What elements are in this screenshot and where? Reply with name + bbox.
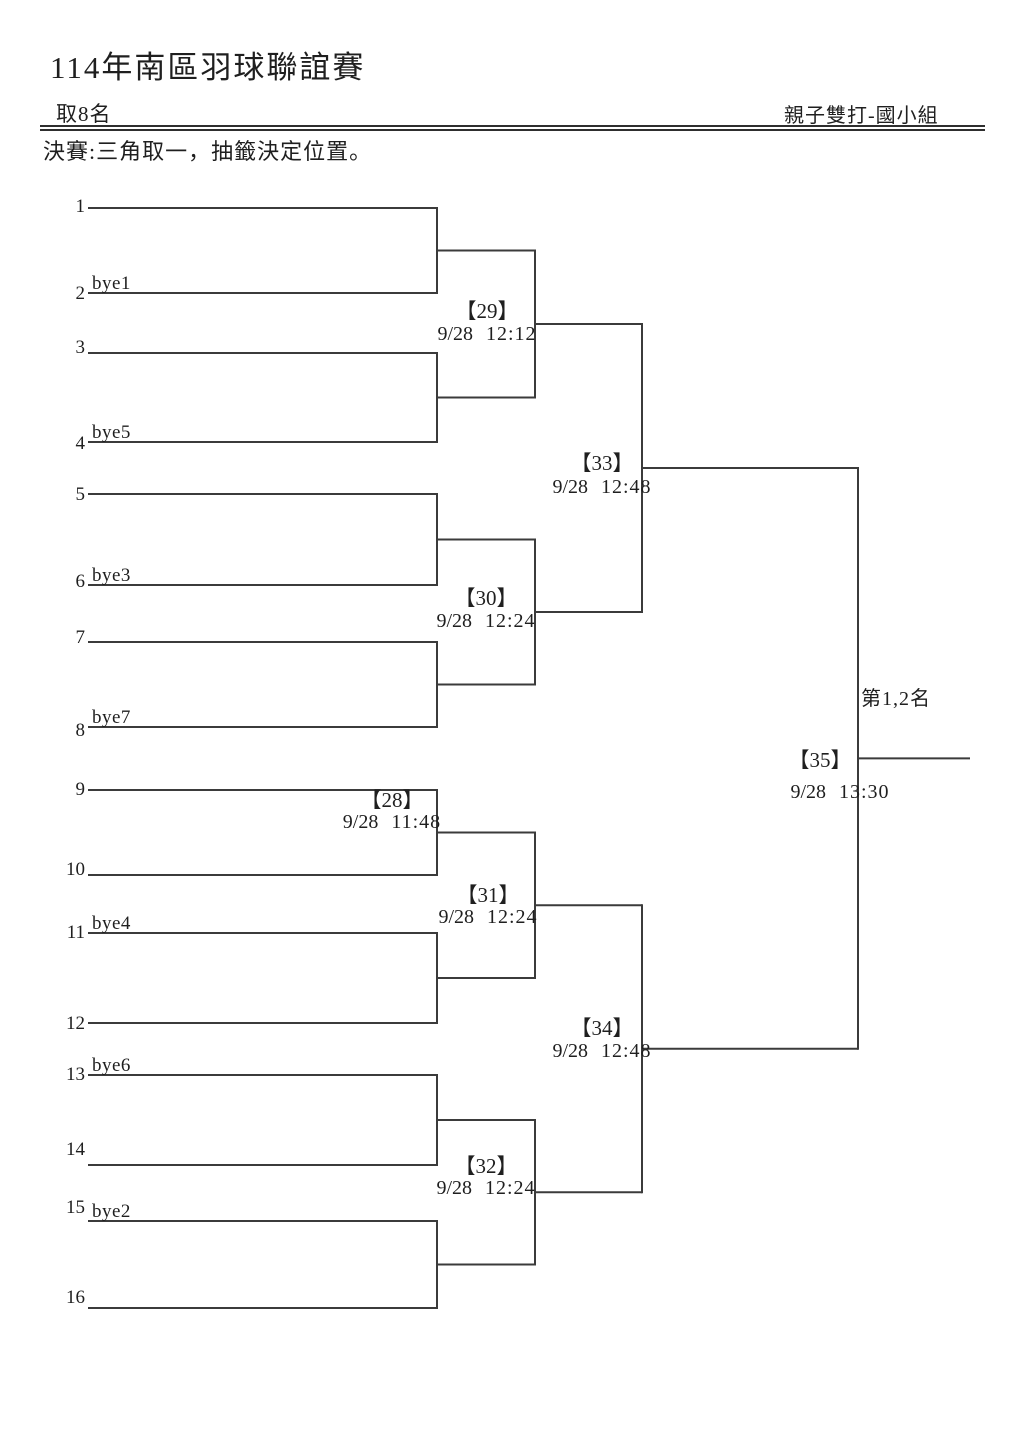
seed-number-7: 7 bbox=[75, 627, 86, 648]
match-32-start-time: 12:24 bbox=[485, 1177, 536, 1199]
match-35-start-time: 13:30 bbox=[839, 781, 890, 803]
match-33-start-time: 12:48 bbox=[601, 476, 652, 498]
page-title: 114年南區羽球聯誼賽 bbox=[50, 50, 366, 85]
seed-number-6: 6 bbox=[75, 571, 86, 592]
seed-number-3: 3 bbox=[75, 337, 86, 358]
match-33-time: 9/28 12:48 bbox=[517, 475, 687, 499]
seed-number-16: 16 bbox=[66, 1287, 85, 1308]
seed-number-11: 11 bbox=[66, 922, 85, 943]
match-28-start-time: 11:48 bbox=[391, 811, 442, 833]
bye-label-bye6: bye6 bbox=[92, 1055, 131, 1076]
seed-number-15: 15 bbox=[66, 1197, 85, 1218]
match-28-time: 9/28 11:48 bbox=[307, 810, 477, 834]
match-29-label: 【29】 bbox=[455, 299, 519, 323]
seed-number-4: 4 bbox=[75, 433, 86, 454]
bye-label-bye3: bye3 bbox=[92, 565, 131, 586]
qualifier-note: 取8名 bbox=[56, 102, 112, 126]
seed-number-9: 9 bbox=[75, 779, 86, 800]
group-label: 親子雙打-國小組 bbox=[784, 105, 939, 127]
seed-number-10: 10 bbox=[66, 859, 85, 880]
bye-label-bye4: bye4 bbox=[92, 913, 131, 934]
seed-number-13: 13 bbox=[66, 1064, 85, 1085]
final-rule-note: 決賽:三角取一，抽籤決定位置。 bbox=[43, 139, 373, 164]
match-34-date: 9/28 bbox=[552, 1040, 588, 1062]
seed-number-14: 14 bbox=[66, 1139, 85, 1160]
match-34-label: 【34】 bbox=[570, 1016, 634, 1040]
match-30-start-time: 12:24 bbox=[485, 610, 536, 632]
match-34-start-time: 12:48 bbox=[601, 1040, 652, 1062]
match-29-date: 9/28 bbox=[437, 323, 473, 345]
seed-number-8: 8 bbox=[75, 720, 86, 741]
match-28-date: 9/28 bbox=[342, 811, 379, 833]
bye-label-bye2: bye2 bbox=[92, 1201, 131, 1222]
seed-number-5: 5 bbox=[75, 484, 86, 505]
seed-number-1: 1 bbox=[75, 196, 86, 217]
seed-number-12: 12 bbox=[66, 1013, 85, 1034]
match-31-time: 9/28 12:24 bbox=[403, 905, 573, 929]
match-34-time: 9/28 12:48 bbox=[517, 1039, 687, 1063]
match-30-time: 9/28 12:24 bbox=[401, 609, 571, 633]
match-30-date: 9/28 bbox=[436, 610, 472, 632]
match-31-date: 9/28 bbox=[438, 906, 474, 928]
match-30-label: 【30】 bbox=[454, 586, 518, 610]
match-29-time: 9/28 12:12 bbox=[402, 322, 572, 346]
match-31-label: 【31】 bbox=[456, 883, 520, 907]
placing-label: 第1,2名 bbox=[861, 688, 931, 710]
match-32-time: 9/28 12:24 bbox=[401, 1176, 571, 1200]
match-31-start-time: 12:24 bbox=[487, 906, 538, 928]
match-28-label: 【28】 bbox=[360, 788, 424, 812]
seed-number-2: 2 bbox=[75, 283, 86, 304]
match-35-time: 9/28 13:30 bbox=[755, 780, 925, 804]
match-33-label: 【33】 bbox=[570, 451, 634, 475]
bye-label-bye7: bye7 bbox=[92, 707, 131, 728]
header-divider bbox=[40, 125, 985, 131]
bye-label-bye5: bye5 bbox=[92, 422, 131, 443]
bye-label-bye1: bye1 bbox=[92, 273, 131, 294]
match-32-date: 9/28 bbox=[436, 1177, 472, 1199]
match-33-date: 9/28 bbox=[552, 476, 588, 498]
match-32-label: 【32】 bbox=[454, 1154, 518, 1178]
match-35-date: 9/28 bbox=[790, 781, 826, 803]
match-29-start-time: 12:12 bbox=[486, 323, 537, 345]
match-35-label: 【35】 bbox=[788, 748, 852, 772]
